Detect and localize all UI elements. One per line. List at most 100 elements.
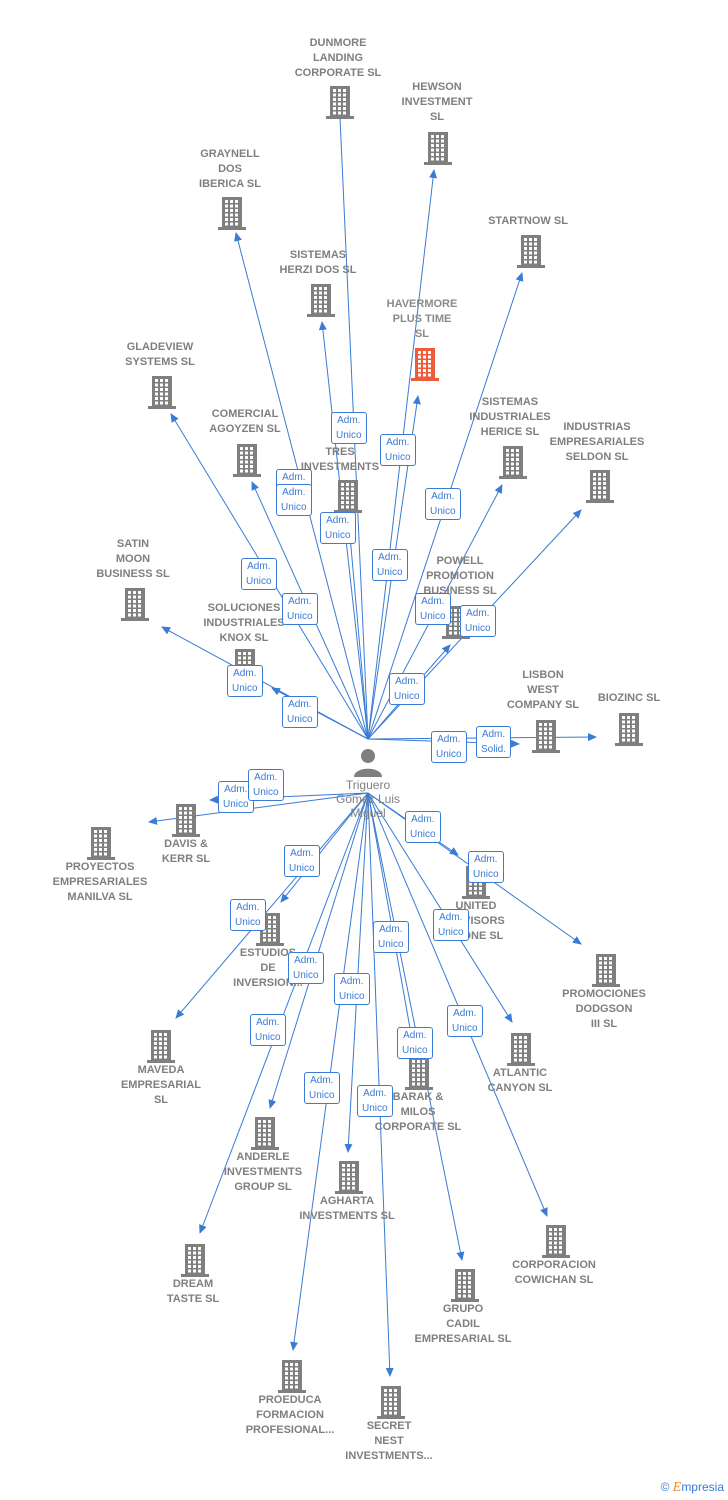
relation-label-cadil[interactable]: Adm. Unico [397,1027,433,1059]
relation-label-herzi[interactable]: Adm. Unico [282,593,318,625]
company-node-dream[interactable]: DREAM TASTE SL [123,1243,263,1307]
company-node-estudios[interactable]: ESTUDIOS DE INVERSION... [198,912,338,991]
company-node-proeduca[interactable]: PROEDUCA FORMACION PROFESIONAL... [220,1359,360,1438]
relation-label-cowichan[interactable]: Adm. Unico [447,1005,483,1037]
relation-label-davis[interactable]: Adm. Unico [218,781,254,813]
company-node-herice[interactable]: SISTEMAS INDUSTRIALES HERICE SL [440,395,580,479]
company-node-agharta[interactable]: AGHARTA INVESTMENTS SL [277,1160,417,1224]
relation-label-proeduca[interactable]: Adm. Unico [304,1072,340,1104]
company-name: BIOZINC SL [597,692,661,704]
company-name: SECRET NEST INVESTMENTS... [345,1420,433,1462]
company-node-agoyzen[interactable]: COMERCIAL AGOYZEN SL [175,407,315,477]
building-icon [148,376,176,409]
relation-label-dream[interactable]: Adm. Unico [250,1014,286,1046]
company-node-hewson[interactable]: HEWSON INVESTMENT SL [367,80,507,165]
relation-label-lisbon[interactable]: Adm. Unico [431,731,467,763]
company-name: ESTUDIOS DE INVERSION... [233,947,303,989]
company-name: GLADEVIEW SYSTEMS SL [125,341,195,368]
company-node-satin[interactable]: SATIN MOON BUSINESS SL [63,537,203,621]
company-node-powell[interactable]: POWELL PROMOTION BUSINESS SL [390,554,530,639]
company-name: STARTNOW SL [488,215,568,227]
company-name: AGHARTA INVESTMENTS SL [299,1195,395,1222]
relation-label-satin[interactable]: Adm. Unico [227,665,263,697]
relation-label-hewson[interactable]: Adm. Unico [380,434,416,466]
company-node-biozinc[interactable]: BIOZINC SL [559,691,699,746]
building-icon [424,132,452,165]
company-name: CORPORACION COWICHAN SL [512,1259,596,1286]
company-name: ATLANTIC CANYON SL [487,1067,553,1094]
relation-label-tres[interactable]: Adm. Unico [320,512,356,544]
edge-estudios [280,792,369,903]
relation-label-knox[interactable]: Adm. Unico [282,696,318,728]
relation-label-anderle[interactable]: Adm. Unico [334,973,370,1005]
company-node-maveda[interactable]: MAVEDA EMPRESARIAL SL [91,1029,231,1108]
building-icon [499,446,527,479]
company-node-manilva[interactable]: PROYECTOS EMPRESARIALES MANILVA SL [30,826,170,905]
relation-label-united[interactable]: Adm. Unico [405,811,441,843]
company-name: LISBON WEST COMPANY SL [506,669,580,711]
center-person[interactable]: Triguero Gomez Luis Miguel [308,746,428,820]
company-node-atlantic[interactable]: ATLANTIC CANYON SL [450,1032,590,1096]
edge-dream [199,792,369,1234]
brand-initial: E [672,1480,682,1495]
brand-name: mpresia [681,1480,724,1494]
company-name: MAVEDA EMPRESARIAL SL [120,1064,202,1106]
relation-label-agoyzen[interactable]: Adm. Unico [276,484,312,516]
company-node-cadil[interactable]: GRUPO CADIL EMPRESARIAL SL [393,1268,533,1347]
relation-label-agharta[interactable]: Adm. Unico [288,952,324,984]
company-name: SATIN MOON BUSINESS SL [96,538,170,580]
copyright-symbol: © [660,1480,670,1494]
company-node-graynell[interactable]: GRAYNELL DOS IBERICA SL [160,147,300,230]
edge-agharta [344,792,369,1153]
building-icon [615,713,643,746]
building-icon [251,1117,279,1150]
building-icon [334,480,362,513]
company-node-secret[interactable]: SECRET NEST INVESTMENTS... [319,1385,459,1464]
edge-anderle [268,792,369,1109]
relation-label-secret[interactable]: Adm. Unico [357,1085,393,1117]
company-node-seldon[interactable]: INDUSTRIAS EMPRESARIALES SELDON SL [527,420,667,503]
company-node-dodgson[interactable]: PROMOCIONES DODGSON III SL [534,953,674,1032]
relation-label-atlantic[interactable]: Adm. Unico [433,909,469,941]
relation-label-dodgson[interactable]: Adm. Unico [468,851,504,883]
relation-label-startnow[interactable]: Adm. Unico [425,488,461,520]
relation-label-dunmore[interactable]: Adm. Unico [331,412,367,444]
relation-label-estudios[interactable]: Adm. Unico [284,845,320,877]
relation-label-barak[interactable]: Adm. Unico [373,921,409,953]
relation-label-biozinc[interactable]: Adm. Solid. [476,726,512,758]
company-node-tres[interactable]: N TRES INVESTMENTS [270,430,410,513]
company-name: HAVERMORE PLUS TIME SL [386,298,458,340]
building-icon [121,588,149,621]
company-node-startnow[interactable]: STARTNOW SL [458,214,598,268]
building-icon [451,1269,479,1302]
company-name: PROEDUCA FORMACION PROFESIONAL... [245,1394,335,1436]
company-node-dunmore[interactable]: DUNMORE LANDING CORPORATE SL [268,36,408,119]
company-node-cowichan[interactable]: CORPORACION COWICHAN SL [484,1224,624,1288]
company-node-gladeview[interactable]: GLADEVIEW SYSTEMS SL [90,340,230,409]
company-node-davis[interactable]: DAVIS & KERR SL [116,803,256,867]
person-icon [354,749,382,777]
company-name: POWELL PROMOTION BUSINESS SL [423,555,497,597]
relation-label-havermore[interactable]: Adm. Unico [372,549,408,581]
relation-label-maveda[interactable]: Adm. Unico [230,899,266,931]
building-icon [147,1030,175,1063]
building-icon [592,954,620,987]
edge-atlantic [367,792,513,1023]
relation-label-seldon[interactable]: Adm. Unico [460,605,496,637]
company-name: SOLUCIONES INDUSTRIALES KNOX SL [203,602,285,644]
relation-label-herice[interactable]: Adm. Unico [415,593,451,625]
company-node-lisbon[interactable]: LISBON WEST COMPANY SL [473,668,613,753]
building-icon [405,1057,433,1090]
building-icon [278,1360,306,1393]
company-node-herzi[interactable]: SISTEMAS HERZI DOS SL [248,248,388,317]
company-name: COMERCIAL AGOYZEN SL [209,408,281,435]
company-node-anderle[interactable]: ANDERLE INVESTMENTS GROUP SL [193,1116,333,1195]
relation-label-manilva[interactable]: Adm. Unico [248,769,284,801]
building-icon [377,1386,405,1419]
company-name: GRUPO CADIL EMPRESARIAL SL [414,1303,512,1345]
edge-tres [344,512,369,740]
company-node-havermore[interactable]: HAVERMORE PLUS TIME SL [352,297,492,381]
relation-label-gladeview[interactable]: Adm. Unico [241,558,277,590]
company-node-barak[interactable]: BARAK & MILOS CORPORATE SL [348,1056,488,1135]
relation-label-powell[interactable]: Adm. Unico [389,673,425,705]
